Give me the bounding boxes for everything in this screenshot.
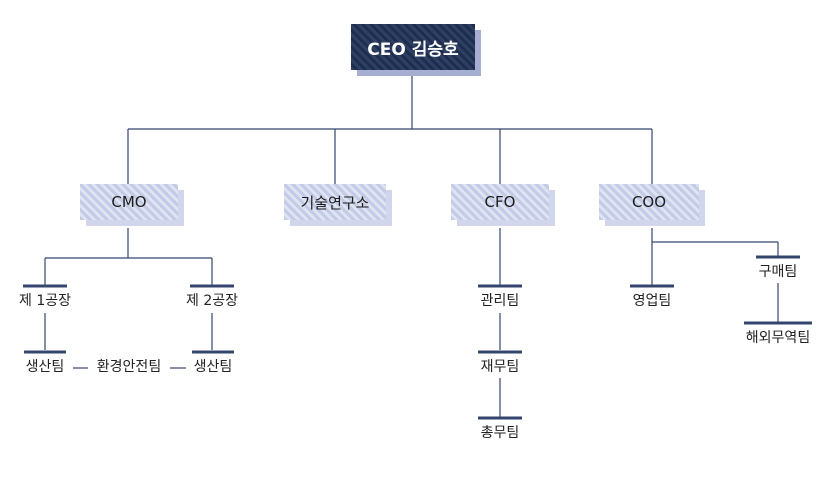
team-production-2: 생산팀 xyxy=(193,359,233,375)
team-finance: 재무팀 xyxy=(480,359,520,375)
team-factory-1: 제 1공장 xyxy=(19,293,71,309)
dept-cfo: CFO xyxy=(451,184,549,220)
dept-cmo: CMO xyxy=(80,184,178,220)
team-overseas-trade: 해외무역팀 xyxy=(745,330,811,346)
dept-lab: 기술연구소 xyxy=(284,184,386,220)
team-caps xyxy=(23,255,812,420)
team-management: 관리팀 xyxy=(480,293,520,309)
dept-coo: COO xyxy=(599,184,699,220)
team-environment-safety: 환경안전팀 xyxy=(96,359,162,375)
connector-lines xyxy=(44,76,779,417)
team-production-1: 생산팀 xyxy=(25,359,65,375)
team-factory-2: 제 2공장 xyxy=(186,293,238,309)
team-general-affairs: 총무팀 xyxy=(480,425,520,441)
team-sales: 영업팀 xyxy=(632,293,672,309)
ceo-node: CEO 김승호 xyxy=(351,24,475,70)
team-purchasing: 구매팀 xyxy=(758,264,798,280)
